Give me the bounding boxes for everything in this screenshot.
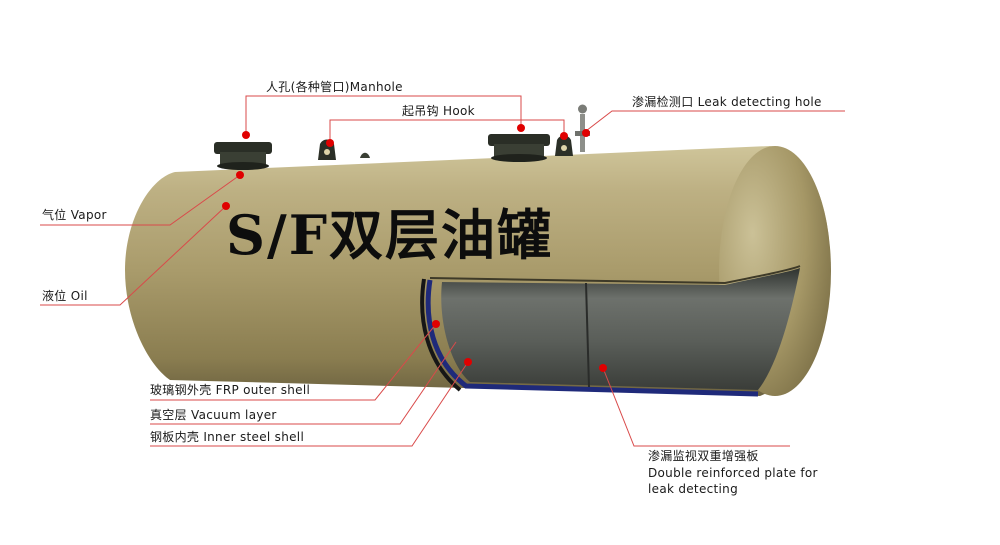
hook-right <box>555 135 573 156</box>
reinforced-plate-seam <box>585 282 590 388</box>
oil-leader <box>40 205 227 306</box>
oil-label: 液位 Oil <box>42 288 88 303</box>
vapor-dot <box>236 171 244 179</box>
cutaway-top-lip <box>429 265 801 285</box>
labels: 人孔(各种管口)Manhole 起吊钩 Hook 渗漏检测口 Leak dete… <box>42 79 822 496</box>
leak-detecting-pipe <box>575 104 590 152</box>
manhole-left-dot <box>242 131 250 139</box>
vacuum-layer-leader <box>150 341 457 425</box>
inner-steel-shell-edge <box>425 279 759 397</box>
leak-hole-label: 渗漏检测口 Leak detecting hole <box>632 94 822 109</box>
leader-lines <box>40 95 845 447</box>
leak-hole-leader <box>585 110 845 132</box>
hook-label: 起吊钩 Hook <box>402 104 475 118</box>
hook-leader <box>329 119 565 141</box>
frp-shell-leader <box>150 323 437 401</box>
inner-steel-shell-label: 钢板内壳 Inner steel shell <box>150 430 304 444</box>
cutaway <box>420 265 801 397</box>
vacuum-layer-label: 真空层 Vacuum layer <box>150 408 277 422</box>
manhole-left <box>214 142 272 170</box>
tank-title: S/F双层油罐 <box>226 203 553 267</box>
reinforced-plate-label-en-2: leak detecting <box>648 482 738 496</box>
reinforced-plate-label-cn: 渗漏监视双重增强板 <box>648 448 759 463</box>
inner-steel-leader <box>150 361 469 447</box>
cutaway-interior <box>441 268 800 390</box>
hook-small-bump <box>360 152 370 158</box>
reinforced-plate-dot <box>599 364 607 372</box>
leak-hole-dot <box>582 129 590 137</box>
inner-steel-dot <box>464 358 472 366</box>
manhole-label: 人孔(各种管口)Manhole <box>266 79 403 94</box>
oil-dot <box>222 202 230 210</box>
manhole-right <box>488 134 550 162</box>
manhole-leader <box>245 95 522 133</box>
frp-shell-edge <box>420 278 462 392</box>
frp-shell-label: 玻璃钢外壳 FRP outer shell <box>150 383 310 397</box>
marker-dots <box>222 124 607 372</box>
frp-shell-dot <box>432 320 440 328</box>
vapor-leader <box>40 174 241 226</box>
hook-right-dot <box>560 132 568 140</box>
reinforced-plate-leader <box>602 367 790 447</box>
hook-left-dot <box>326 139 334 147</box>
reinforced-plate-label-en-1: Double reinforced plate for <box>648 466 818 480</box>
vapor-label: 气位 Vapor <box>42 207 107 222</box>
manhole-right-dot <box>517 124 525 132</box>
